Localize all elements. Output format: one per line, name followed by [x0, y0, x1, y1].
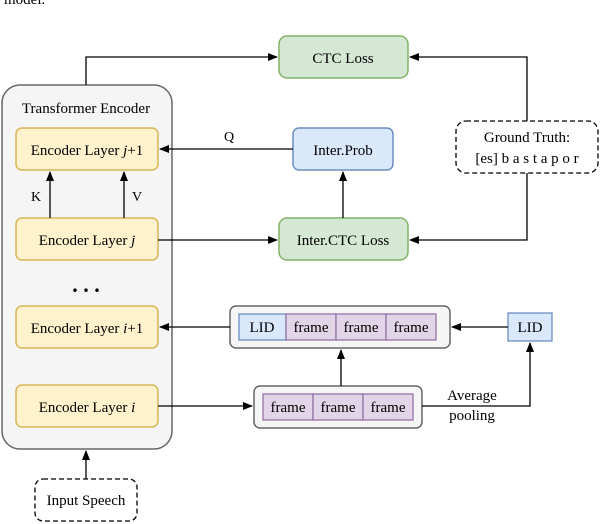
inter-prob-box[interactable]: Inter.Prob: [292, 127, 394, 171]
svg-text:frame: frame: [271, 400, 306, 416]
encoder-layer-j[interactable]: Encoder Layer j: [15, 217, 159, 261]
svg-text:Inter.Prob: Inter.Prob: [313, 143, 373, 159]
encoder-layer-i-plus-1[interactable]: Encoder Layer i+1: [15, 305, 159, 349]
frame-sequence: frame frame frame: [253, 385, 423, 429]
k-label: K: [31, 190, 41, 205]
lid-box[interactable]: LID: [507, 312, 553, 342]
svg-text:Encoder Layer i: Encoder Layer i: [39, 400, 136, 416]
caption-text: model.: [4, 0, 45, 8]
pooling-arrow: [422, 342, 534, 407]
pooling-label-1: Average: [447, 388, 497, 404]
ground-truth-box[interactable]: Ground Truth: [es] b a s t a p o r: [455, 120, 599, 174]
encoder-title: Transformer Encoder: [22, 101, 150, 117]
seq-frame-token: [385, 313, 437, 341]
svg-text:Encoder Layer i+1: Encoder Layer i+1: [31, 321, 144, 337]
ctc-loss-box[interactable]: CTC Loss: [278, 35, 409, 79]
svg-text:Encoder Layer j+1: Encoder Layer j+1: [31, 143, 144, 159]
svg-text:LID: LID: [250, 320, 275, 336]
frame-token: [362, 393, 414, 421]
encoder-layer-i[interactable]: Encoder Layer i: [15, 384, 159, 428]
svg-text:LID: LID: [518, 320, 543, 336]
input-speech-box[interactable]: Input Speech: [34, 478, 138, 522]
pooling-label-2: pooling: [449, 408, 495, 424]
svg-text:Input Speech: Input Speech: [47, 493, 126, 509]
lid-frame-sequence: LID frame frame frame: [229, 305, 451, 349]
encoder-to-ctc-arrow: [85, 53, 278, 85]
truth-to-ctc-arrow: [409, 53, 528, 121]
encoder-layer-j-plus-1[interactable]: Encoder Layer j+1: [15, 127, 159, 171]
svg-text:Encoder Layer j: Encoder Layer j: [39, 233, 136, 249]
svg-text:frame: frame: [394, 320, 429, 336]
svg-text:frame: frame: [371, 400, 406, 416]
seq-lid-token: [238, 313, 287, 341]
caption-fragment: model.: [0, 0, 602, 16]
transformer-encoder: Transformer Encoder: [1, 84, 173, 450]
q-label: Q: [224, 130, 234, 145]
svg-text:Ground Truth:: Ground Truth:: [484, 130, 570, 146]
svg-text:frame: frame: [344, 320, 379, 336]
svg-text:frame: frame: [321, 400, 356, 416]
svg-text:[es] b a s t a p o r: [es] b a s t a p o r: [475, 151, 578, 167]
svg-text:Inter.CTC Loss: Inter.CTC Loss: [297, 233, 390, 249]
svg-text:CTC Loss: CTC Loss: [312, 51, 373, 67]
seq-frame-token: [285, 313, 337, 341]
ellipsis: . . .: [72, 272, 100, 297]
seq-frame-token: [335, 313, 387, 341]
svg-text:frame: frame: [294, 320, 329, 336]
inter-ctc-loss-box[interactable]: Inter.CTC Loss: [278, 217, 409, 261]
frame-token: [262, 393, 314, 421]
truth-to-inter-ctc-arrow: [409, 173, 528, 244]
v-label: V: [132, 190, 142, 205]
